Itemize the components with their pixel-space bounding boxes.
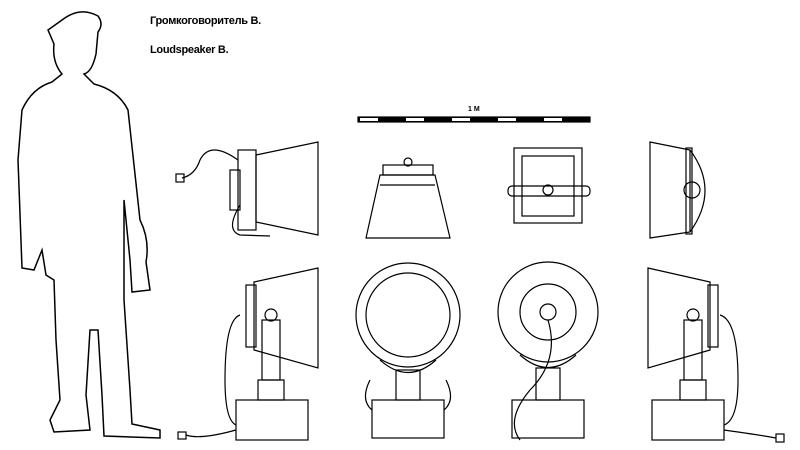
view-bottom-front — [355, 262, 461, 439]
view-top-side-right — [649, 141, 706, 239]
view-bottom-rear — [497, 261, 599, 441]
view-bottom-side-right — [647, 267, 785, 443]
title-english: Loudspeaker В. — [150, 44, 229, 56]
scale-label: 1 М — [468, 106, 480, 113]
title-russian: Громкоговоритель В. — [150, 15, 261, 27]
human-silhouette — [17, 11, 161, 439]
scale-bar — [357, 116, 591, 123]
view-bottom-side-left — [177, 267, 319, 441]
view-top-side-left — [175, 141, 319, 237]
view-top-plan — [507, 147, 591, 224]
view-top-front — [365, 157, 451, 239]
